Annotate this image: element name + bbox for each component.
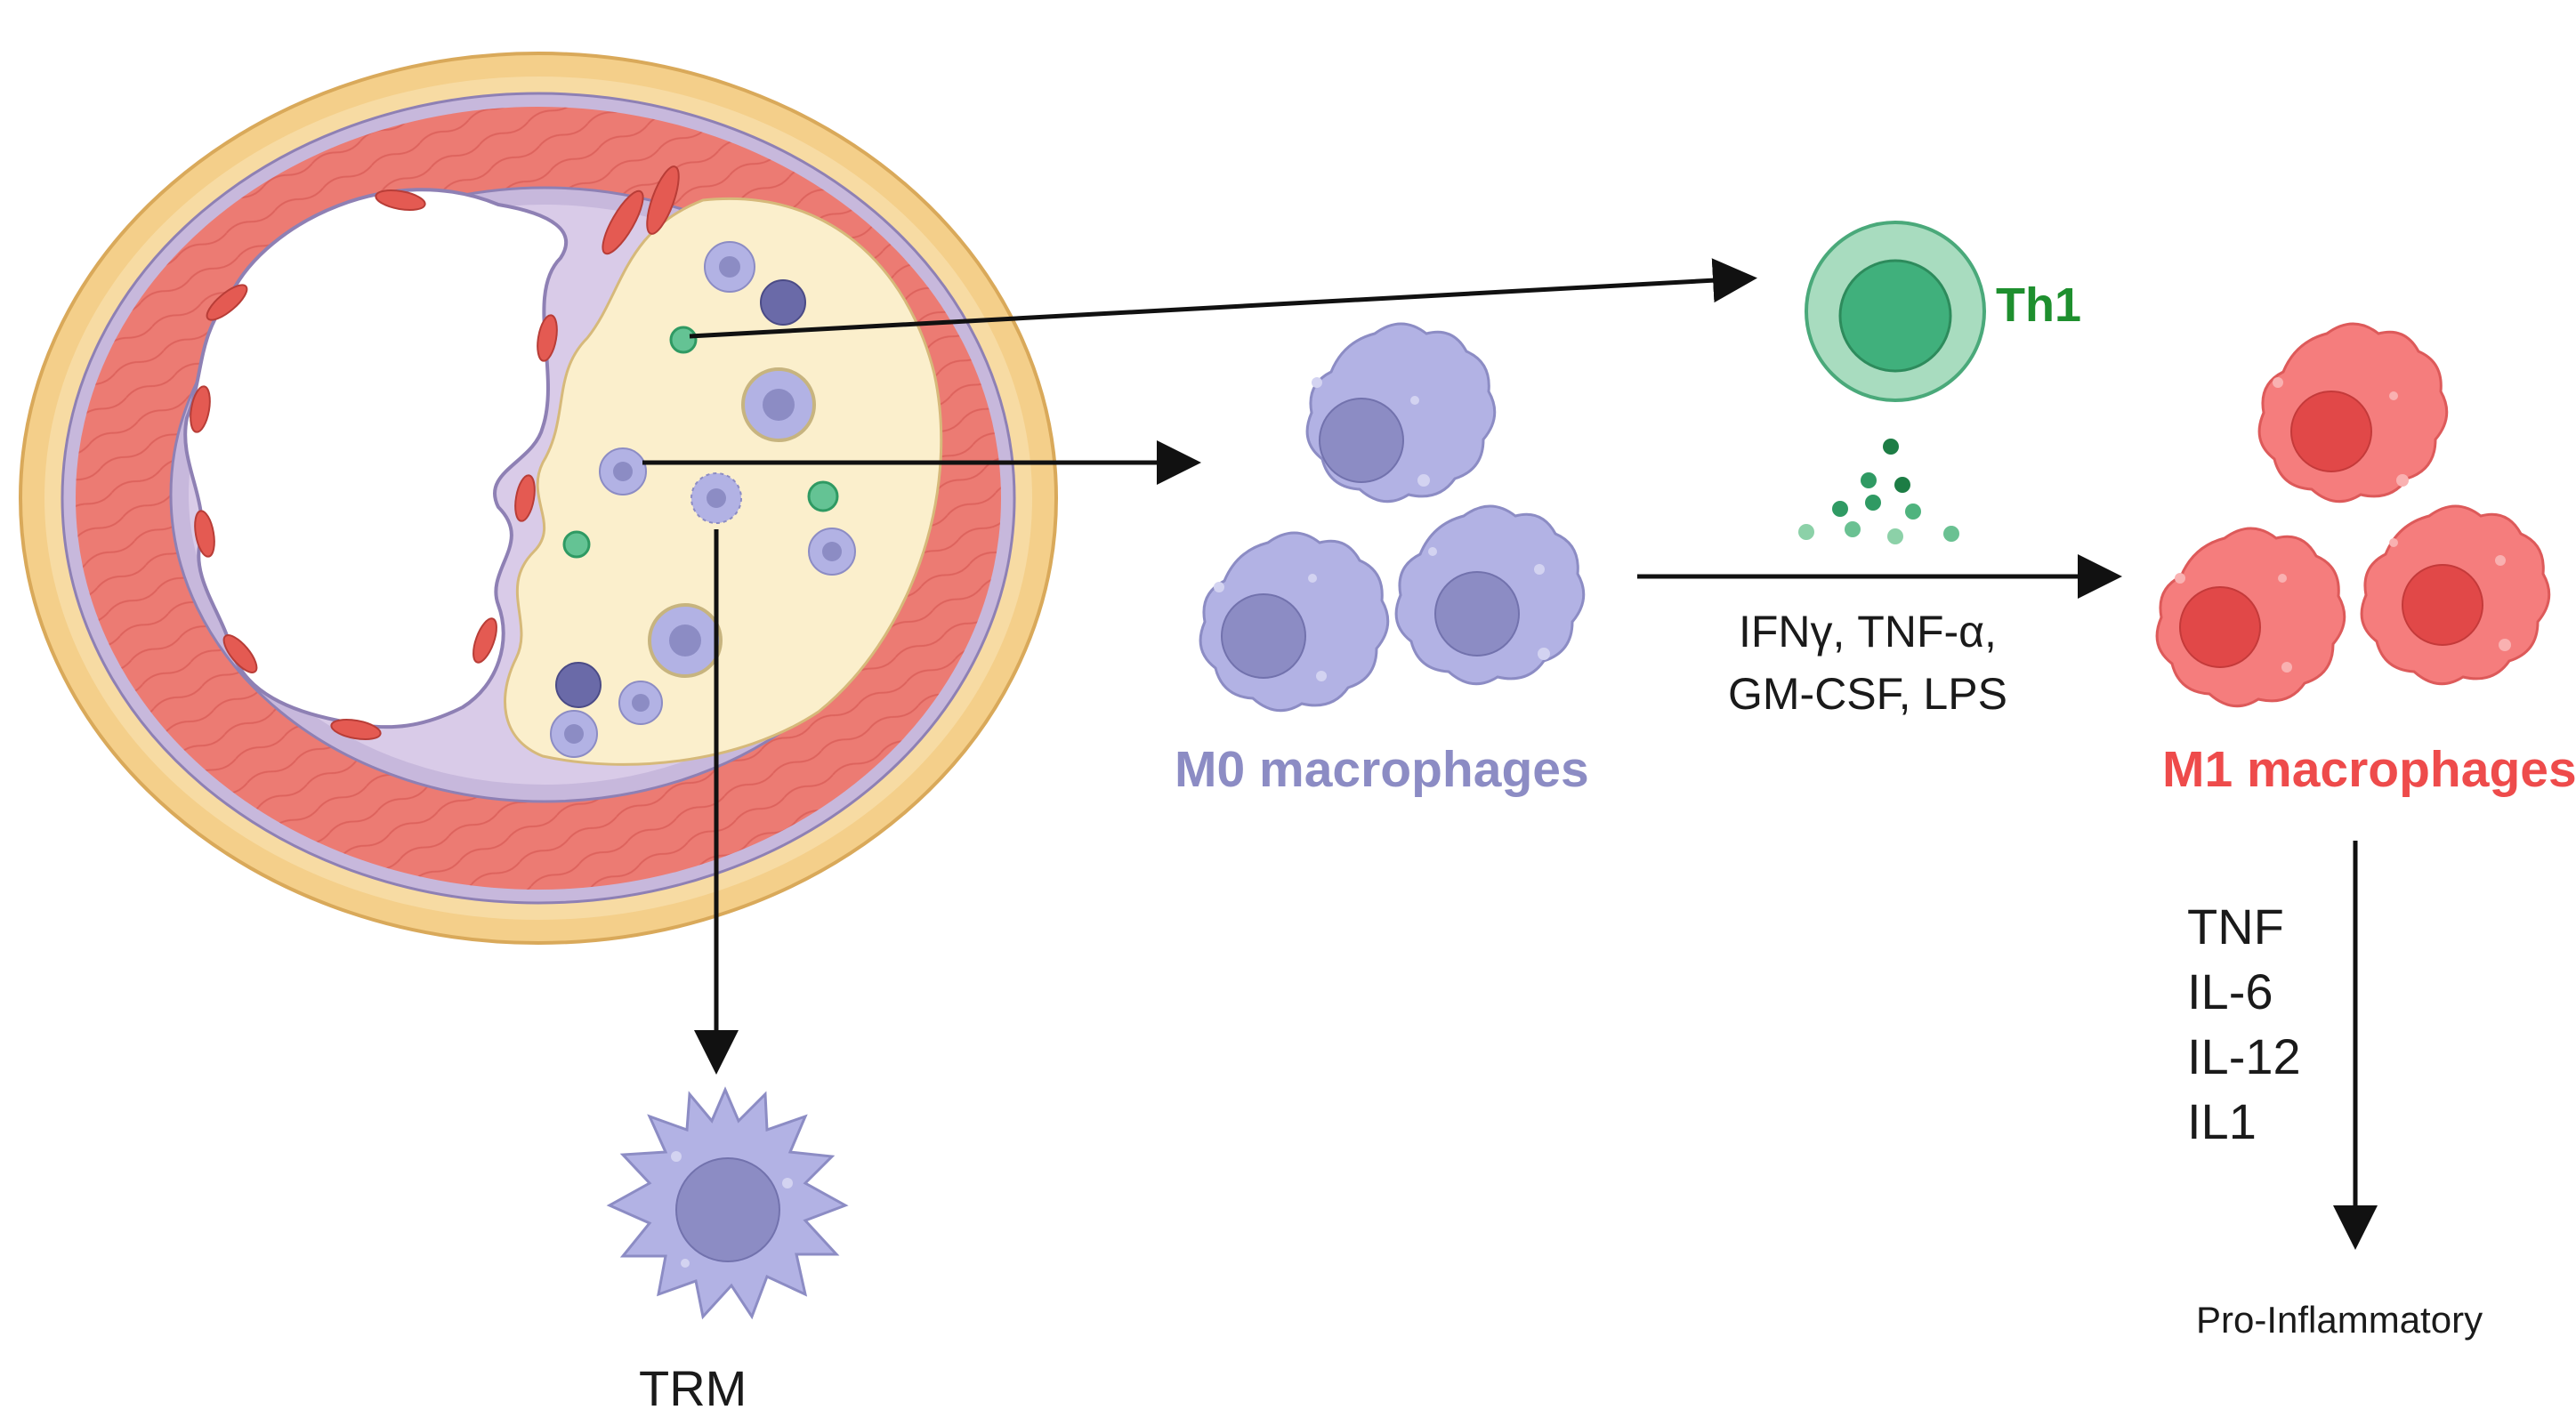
trm-cell-icon xyxy=(606,1086,849,1320)
th1-label: Th1 xyxy=(1996,278,2082,332)
plaque-cells xyxy=(550,241,856,758)
m0-macrophage-icon xyxy=(1199,322,1586,713)
stimuli-line-1: IFNγ, TNF-α, xyxy=(1738,607,1997,657)
cytokine-list: TNF IL-6 IL-12 IL1 xyxy=(2187,894,2301,1154)
cytokine-item: IL-12 xyxy=(2187,1028,2301,1084)
cytokine-dots-icon xyxy=(1798,439,1959,544)
stimuli-label: IFNγ, TNF-α, GM-CSF, LPS xyxy=(1728,600,2007,725)
stimuli-line-2: GM-CSF, LPS xyxy=(1728,669,2007,719)
cytokine-item: TNF xyxy=(2187,898,2284,955)
cytokine-item: IL-6 xyxy=(2187,963,2273,1019)
arrow-to-th1 xyxy=(689,258,1757,339)
cytokine-item: IL1 xyxy=(2187,1093,2257,1149)
trm-label: TRM xyxy=(639,1360,747,1416)
artery-cross-section-icon xyxy=(19,52,1058,945)
arrows xyxy=(642,258,2378,1250)
m1-macrophage-icon xyxy=(2155,322,2551,708)
pro-inflammatory-label: Pro-Inflammatory xyxy=(2196,1299,2483,1341)
m0-macrophages-label: M0 macrophages xyxy=(1175,741,1589,798)
m1-macrophages-label: M1 macrophages xyxy=(2162,741,2576,798)
th1-cell-icon xyxy=(1805,221,1986,402)
